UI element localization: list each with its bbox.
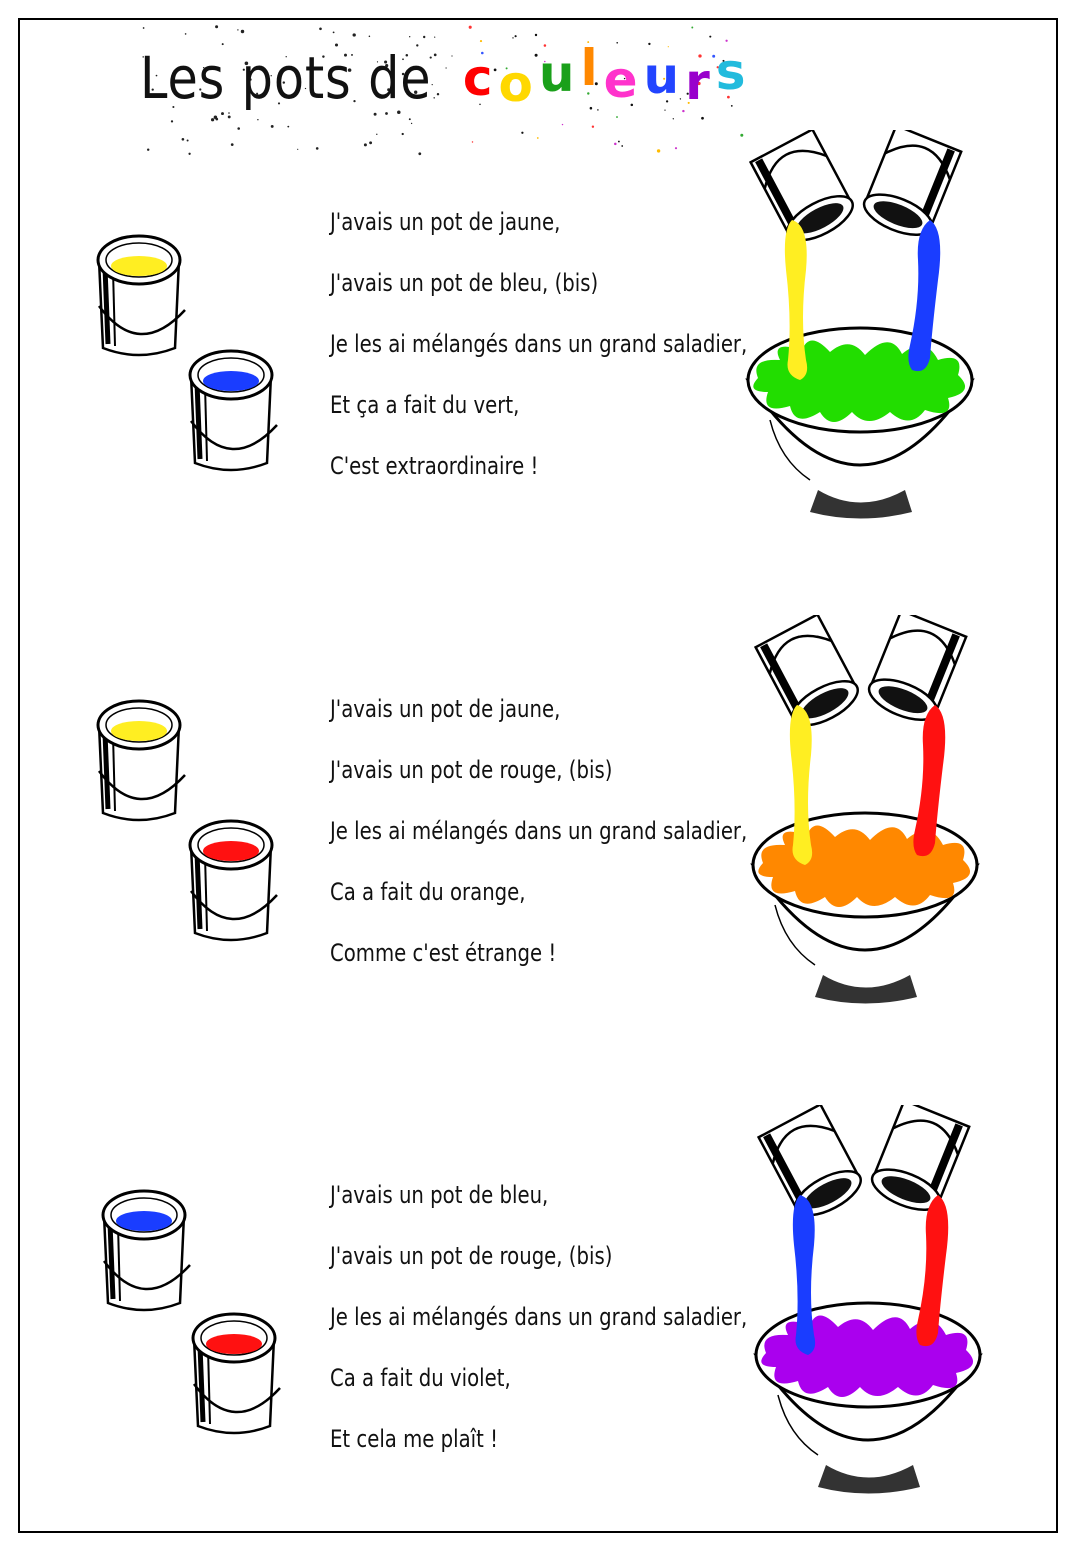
page-frame: [18, 18, 1058, 1533]
verse-line: Je les ai mélangés dans un grand saladie…: [330, 330, 748, 358]
mixing-bowl-illustration: [753, 1105, 983, 1494]
verse-line: C'est extraordinaire !: [330, 452, 539, 480]
title-colored-letter: o: [498, 55, 533, 113]
verse-line: J'avais un pot de bleu,: [330, 1181, 549, 1209]
paint-pot-2-icon: [188, 819, 278, 942]
title-colored-letter: c: [462, 49, 493, 107]
title-colored-letter: u: [538, 45, 575, 103]
verse-line: Et ça a fait du vert,: [330, 391, 520, 419]
title-colored-letter: s: [715, 43, 746, 101]
verse-line: J'avais un pot de jaune,: [330, 208, 561, 236]
verse-1-lines: J'avais un pot de jaune, J'avais un pot …: [330, 205, 750, 510]
paint-pots-illustration: [96, 234, 278, 472]
title-colored-letter: e: [603, 51, 638, 109]
title-colored-letter: u: [643, 47, 680, 105]
paint-pot-2-icon: [188, 349, 278, 472]
paint-pot-1-icon: [96, 234, 186, 357]
verse-line: Ca a fait du violet,: [330, 1364, 511, 1392]
title-colored-letter: r: [685, 53, 710, 111]
title-text: Les pots de: [140, 44, 432, 112]
title-colored-letter: l: [580, 39, 598, 97]
verse-3-lines: J'avais un pot de bleu, J'avais un pot d…: [330, 1178, 750, 1483]
verse-2-lines: J'avais un pot de jaune, J'avais un pot …: [330, 692, 750, 997]
verse-line: J'avais un pot de rouge, (bis): [330, 1242, 613, 1270]
verse-line: J'avais un pot de jaune,: [330, 695, 561, 723]
verse-line: Ca a fait du orange,: [330, 878, 526, 906]
paint-pot-2-icon: [191, 1312, 281, 1435]
paint-pots-illustration: [96, 699, 278, 942]
verse-line: J'avais un pot de bleu, (bis): [330, 269, 599, 297]
mixing-bowl-illustration: [750, 615, 980, 1004]
verse-line: J'avais un pot de rouge, (bis): [330, 756, 613, 784]
mixing-bowl-illustration: [745, 130, 975, 519]
verse-line: Comme c'est étrange !: [330, 939, 557, 967]
paint-pots-illustration: [101, 1189, 281, 1435]
verse-line: Je les ai mélangés dans un grand saladie…: [330, 1303, 748, 1331]
paint-pot-1-icon: [101, 1189, 191, 1312]
verse-line: Et cela me plaît !: [330, 1425, 499, 1453]
paint-pot-1-icon: [96, 699, 186, 822]
verse-line: Je les ai mélangés dans un grand saladie…: [330, 817, 748, 845]
